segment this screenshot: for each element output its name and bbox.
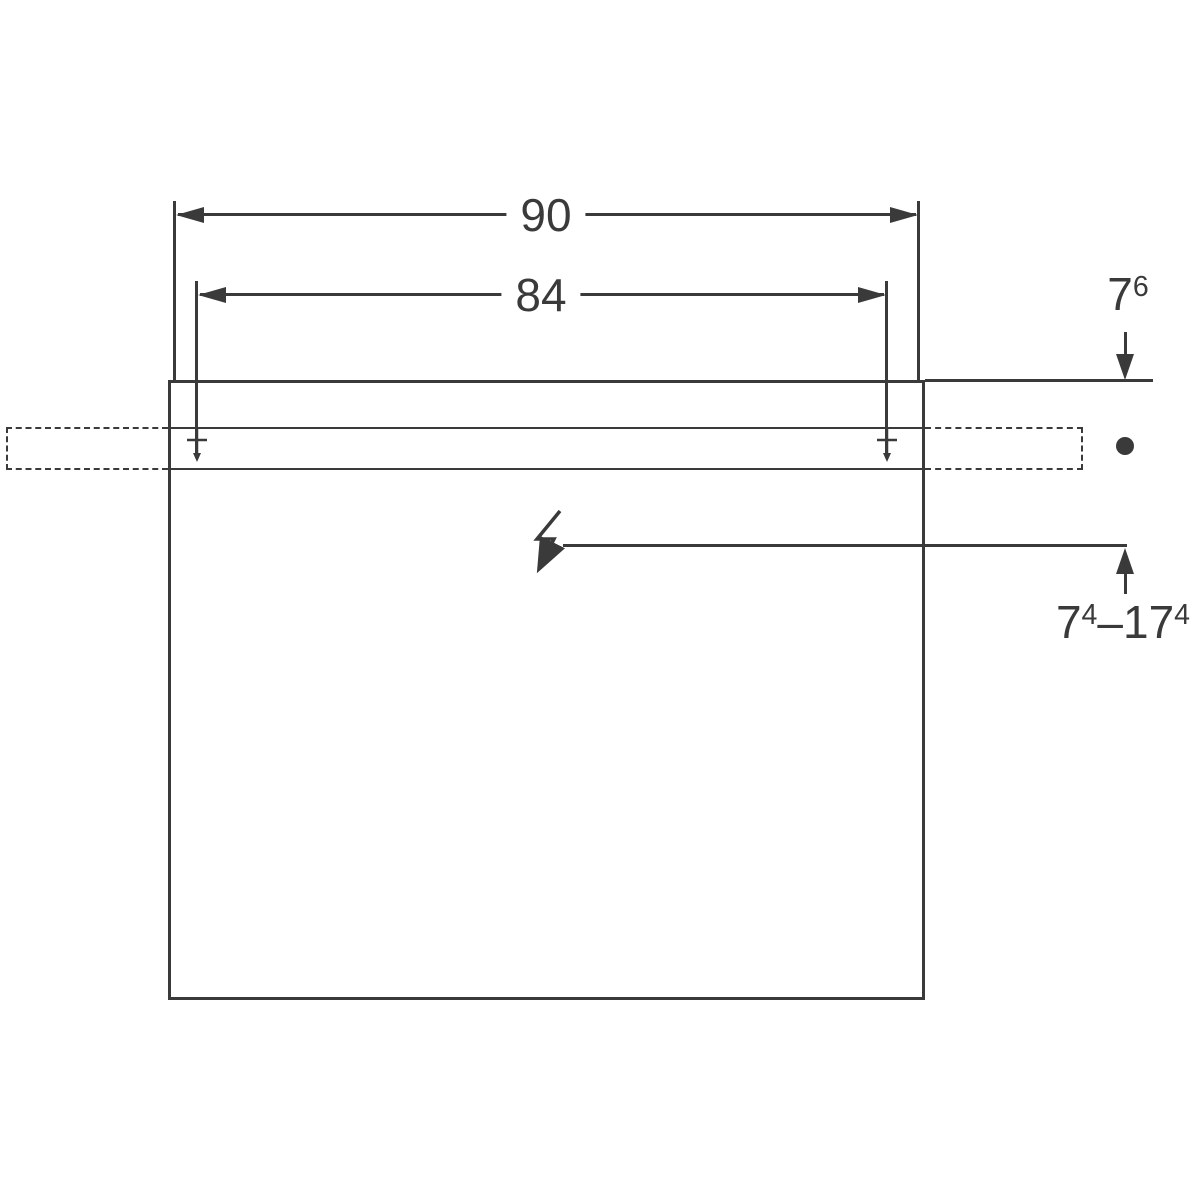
rail-dashed-top-right [925,427,1083,429]
power-connection-reference-line [563,544,1127,547]
mounting-rail-top-line [171,427,922,429]
dim-outer-width-extension-line-left [173,201,176,382]
outlet-height-range-label: 74–174 [1056,599,1190,645]
outlet-from-sup: 4 [1081,598,1098,631]
outlet-separator: – [1097,596,1124,648]
rail-dashed-end-left [6,427,8,470]
rail-dashed-bottom-left [6,468,168,470]
outlet-to-sup: 4 [1174,598,1191,631]
outlet-height-arrow-up-icon [1116,548,1134,574]
top-offset-arrow-stem [1124,332,1127,356]
fixing-point-cross-marker-icon-right [877,428,897,462]
rail-dashed-bottom-right [925,468,1083,470]
dim-outer-width-arrow-left-icon [176,207,204,223]
top-offset-sup: 6 [1132,270,1149,303]
dim-fixing-width-extension-line-right [885,281,888,458]
top-offset-arrow-down-icon [1116,354,1134,380]
dim-outer-width-extension-line-right [917,201,920,382]
dim-outer-width-arrow-right-icon [890,207,918,223]
dim-fixing-width-arrow-left-icon [198,287,226,303]
outlet-height-arrow-stem [1124,572,1127,594]
top-offset-base: 7 [1107,268,1133,320]
outlet-to-base: 17 [1123,596,1175,648]
rail-dashed-end-right [1081,427,1083,470]
fixing-point-cross-marker-icon-left [187,428,207,462]
top-offset-label: 76 [1107,271,1148,317]
height-reference-dot-icon [1116,437,1134,455]
cabinet-outline [168,380,925,1000]
outlet-from-base: 7 [1055,596,1082,648]
rail-dashed-top-left [6,427,168,429]
dim-fixing-width-extension-line-left [195,281,198,458]
dim-outer-width-label: 90 [506,192,586,238]
dim-fixing-width-label: 84 [501,272,581,318]
top-edge-reference-line [925,379,1153,382]
dim-fixing-width-arrow-right-icon [858,287,886,303]
power-connection-flash-icon [533,509,566,574]
mounting-rail-bottom-line [171,468,922,470]
